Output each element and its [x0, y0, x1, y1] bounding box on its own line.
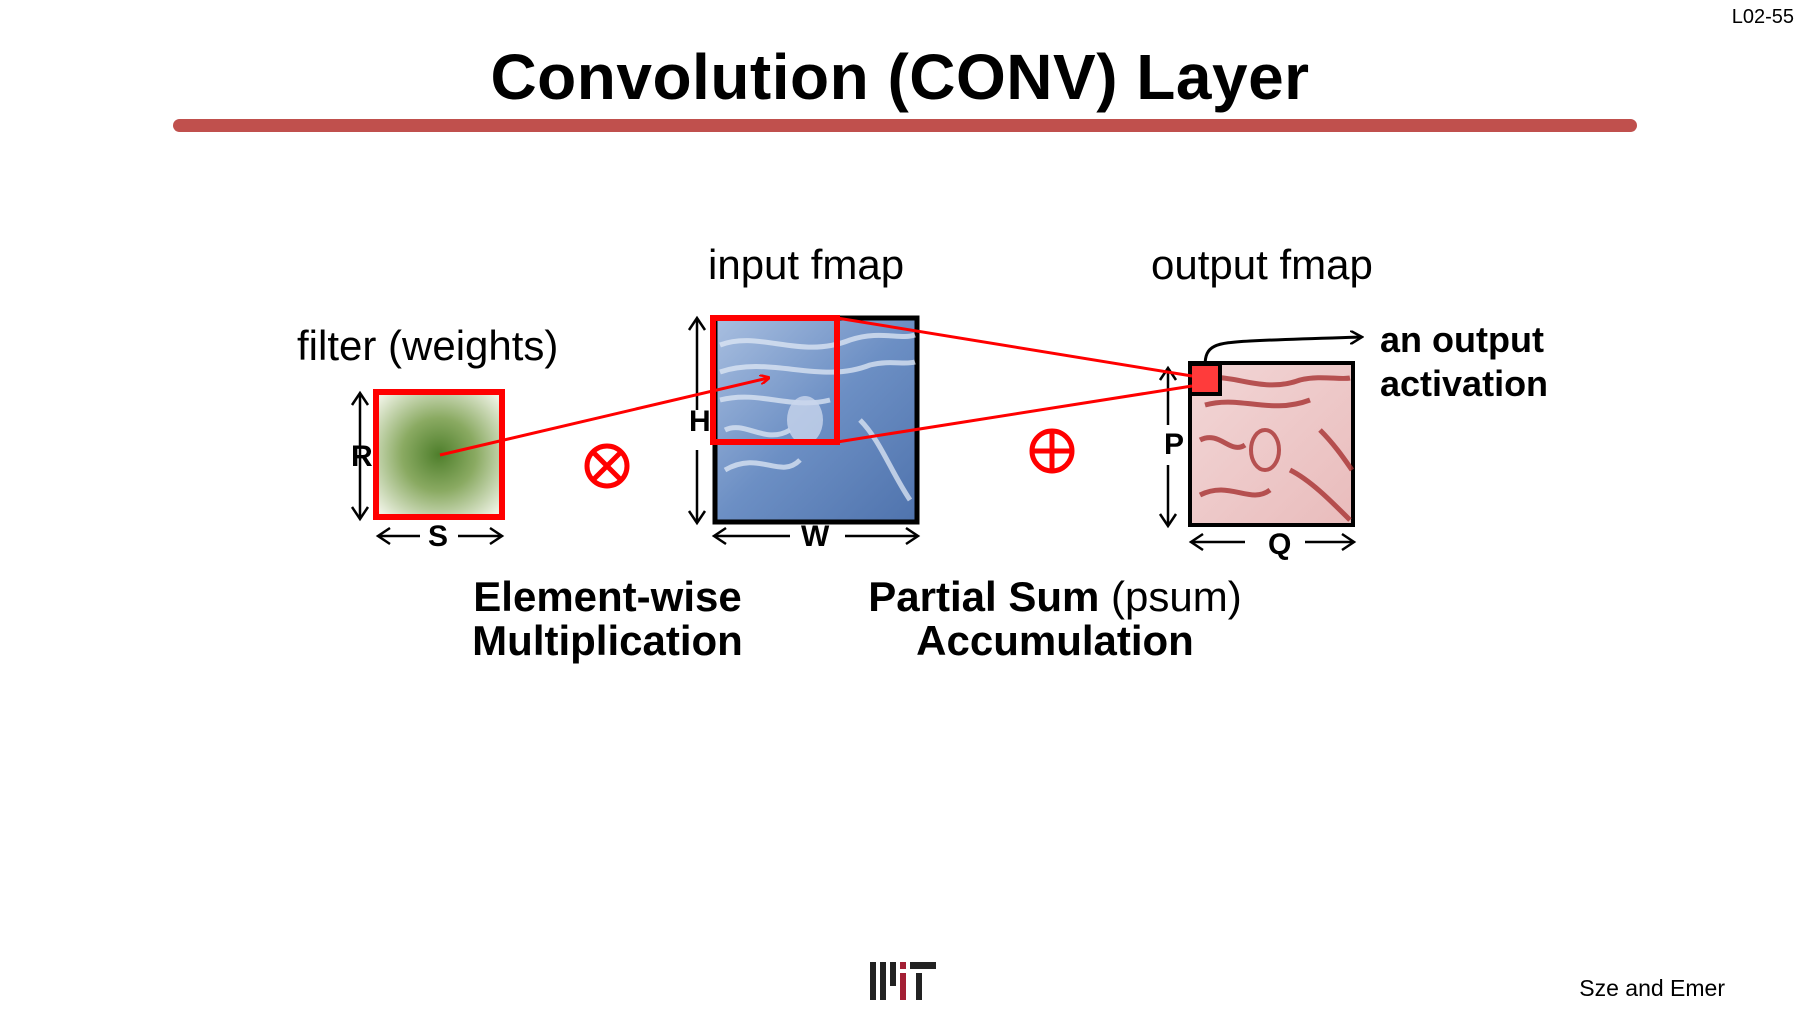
input-fmap-square	[710, 315, 920, 525]
input-fmap-label: input fmap	[708, 241, 905, 288]
filter-label: filter (weights)	[297, 322, 559, 369]
mult-caption-line-2: Multiplication	[472, 617, 743, 664]
psum-caption-bold: Partial Sum	[868, 573, 1100, 620]
input-w-dimension	[711, 526, 921, 546]
dim-label-q: Q	[1268, 528, 1292, 561]
title-divider	[173, 119, 1637, 132]
projection-line-bottom	[836, 384, 1193, 444]
output-fmap-square	[1188, 361, 1355, 527]
author-credit: Sze and Emer	[1579, 975, 1725, 1001]
annotation-line-1: an output	[1380, 319, 1544, 360]
dim-label-p: P	[1164, 428, 1185, 461]
mit-logo	[870, 962, 936, 1000]
slide-title: Convolution (CONV) Layer	[490, 41, 1310, 113]
dim-label-h: H	[689, 405, 711, 438]
annotation-line-2: activation	[1380, 363, 1549, 404]
mult-caption-line-1: Element-wise	[473, 573, 742, 620]
filter-square	[373, 389, 505, 520]
filter-s-dimension	[375, 526, 505, 546]
output-activation-annotation: an output activation	[1380, 318, 1548, 406]
filter-to-input-arrow	[439, 378, 768, 457]
output-fmap-label: output fmap	[1151, 241, 1373, 288]
add-operator	[1029, 428, 1075, 474]
output-p-dimension	[1158, 365, 1178, 529]
output-activation-arrow	[1203, 337, 1362, 367]
dim-label-w: W	[801, 520, 830, 553]
filter-r-dimension	[350, 390, 370, 522]
multiplication-caption: Element-wise Multiplication	[430, 575, 785, 663]
psum-caption-normal: (psum)	[1111, 573, 1242, 620]
output-q-dimension	[1188, 532, 1357, 552]
psum-caption-line-2: Accumulation	[916, 617, 1194, 664]
dim-label-r: R	[351, 440, 373, 473]
slide-number: L02-55	[1731, 6, 1794, 28]
projection-line-top	[836, 316, 1193, 378]
psum-caption: Partial Sum (psum) Accumulation	[830, 575, 1280, 663]
dim-label-s: S	[428, 520, 449, 553]
multiply-operator	[584, 443, 630, 489]
